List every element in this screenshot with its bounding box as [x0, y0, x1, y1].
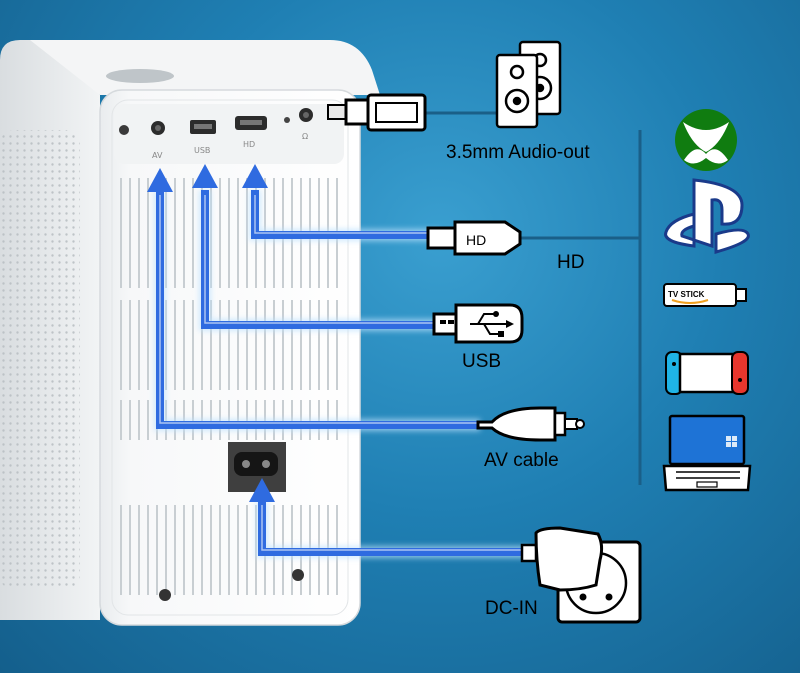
- port-label-av: AV: [152, 151, 163, 160]
- port-hole: [119, 125, 129, 135]
- dc-plug: [520, 526, 642, 624]
- top-button: [106, 69, 174, 83]
- hd-plug: HD: [426, 220, 640, 256]
- port-label-hd: HD: [243, 140, 255, 149]
- port-label-usb: USB: [194, 146, 210, 155]
- xbox-icon: [675, 109, 737, 171]
- usb-arrow-head: [192, 164, 218, 188]
- port-panel: AV USB HD Ω: [119, 105, 343, 160]
- av-arrow-head: [147, 168, 173, 192]
- device-bracket: [638, 130, 642, 485]
- hd-label: HD: [557, 252, 585, 273]
- port-label-headphone: Ω: [302, 132, 308, 141]
- audio-out-label: 3.5mm Audio-out: [446, 142, 590, 163]
- screw-left: [159, 589, 171, 601]
- usb-label: USB: [462, 351, 502, 372]
- switch-console-icon: [665, 351, 749, 395]
- audio-jack-plug: [327, 93, 500, 132]
- av-cable-plug: [476, 406, 585, 442]
- hd-arrow-head: [242, 164, 268, 188]
- speakers-icon: [495, 40, 562, 129]
- dc-in-label: DC-IN: [485, 598, 538, 619]
- connection-arrows: [147, 164, 530, 558]
- av-cable-label: AV cable: [484, 450, 559, 471]
- laptop-icon: [662, 414, 752, 492]
- ir-sensor: [284, 117, 290, 123]
- dc-arrow-head: [249, 478, 275, 502]
- playstation-icon: [664, 178, 750, 254]
- tv-stick-text: TV STICK: [668, 290, 705, 299]
- usb-plug: [432, 303, 524, 344]
- hd-plug-text: HD: [466, 232, 486, 248]
- tv-stick-icon: TV STICK: [663, 283, 747, 307]
- screw-right: [292, 569, 304, 581]
- dc-in-socket: [228, 442, 286, 492]
